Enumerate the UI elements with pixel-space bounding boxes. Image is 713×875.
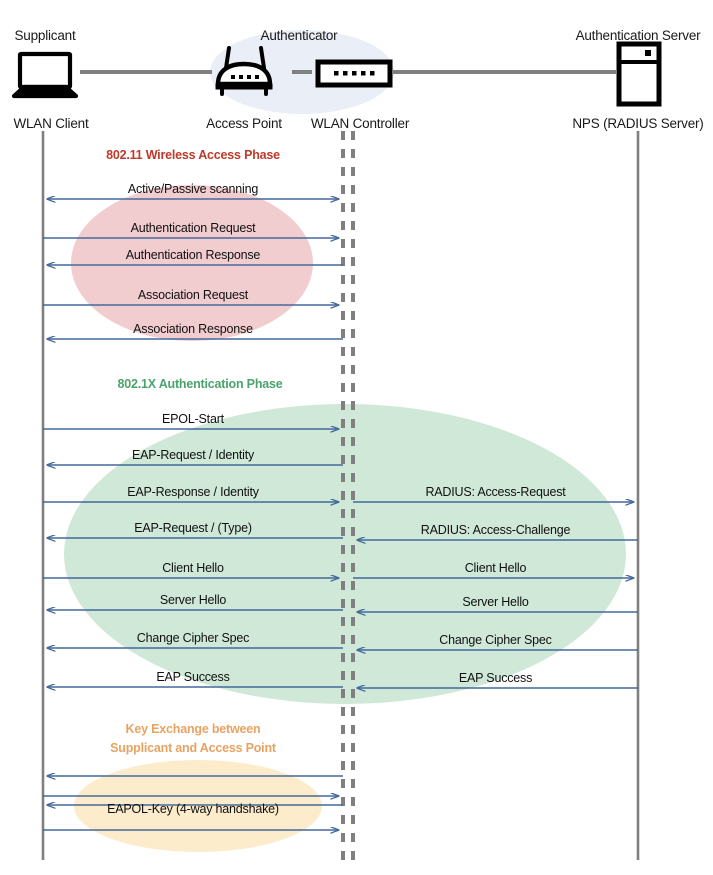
lifelines xyxy=(41,131,640,860)
msg-authentication-response-label: Authentication Response xyxy=(125,248,261,262)
message-arrows xyxy=(43,199,638,830)
phase-key-exchange-ellipse xyxy=(74,760,322,852)
msg-eap-request-identity-label: EAP-Request / Identity xyxy=(131,448,255,462)
phase-802-1x-authentication-title: 802.1X Authentication Phase xyxy=(117,377,283,391)
device-icons xyxy=(11,41,662,107)
wlan-controller-icon xyxy=(315,59,393,88)
msg-server-hello-right-label: Server Hello xyxy=(462,595,529,609)
access-point-icon xyxy=(215,46,273,96)
msg-client-hello-right-label: Client Hello xyxy=(464,561,527,575)
msg-eap-success-left-label: EAP Success xyxy=(156,670,230,684)
msg-active-passive-scanning-label: Active/Passive scanning xyxy=(127,182,259,196)
msg-eap-request-type-label: EAP-Request / (Type) xyxy=(134,521,252,535)
role-label-authenticator: Authenticator xyxy=(260,28,338,43)
phase-802-11-wireless-access-ellipse xyxy=(71,185,313,341)
msg-authentication-request-label: Authentication Request xyxy=(130,221,256,235)
msg-eap-success-right-label: EAP Success xyxy=(458,671,533,685)
device-label-access-point: Access Point xyxy=(206,116,282,131)
device-label-nps-radius-server: NPS (RADIUS Server) xyxy=(572,116,704,131)
msg-eap-response-identity-label: EAP-Response / Identity xyxy=(127,485,259,499)
phase-key-exchange-title-line2: Supplicant and Access Point xyxy=(110,741,276,755)
msg-association-request-label: Association Request xyxy=(137,288,249,302)
msg-client-hello-left-label: Client Hello xyxy=(162,561,224,575)
phase-key-exchange-title-line1: Key Exchange between xyxy=(125,722,261,736)
msg-change-cipher-spec-left-label: Change Cipher Spec xyxy=(136,631,250,645)
server-icon xyxy=(616,41,662,107)
msg-server-hello-left-label: Server Hello xyxy=(159,593,227,607)
msg-epol-start-label: EPOL-Start xyxy=(162,412,224,426)
msg-change-cipher-spec-right-label: Change Cipher Spec xyxy=(439,633,552,647)
msg-association-response-label: Association Response xyxy=(133,322,253,336)
msg-radius-access-challenge-label: RADIUS: Access-Challenge xyxy=(420,523,571,537)
role-label-supplicant: Supplicant xyxy=(14,28,76,43)
phase-802-11-wireless-access-title: 802.11 Wireless Access Phase xyxy=(106,148,280,162)
msg-radius-access-request-label: RADIUS: Access-Request xyxy=(425,485,566,499)
msg-eapol-key-handshake-label: EAPOL-Key (4-way handshake) xyxy=(107,802,279,816)
role-label-authentication-server: Authentication Server xyxy=(575,28,701,43)
device-label-wlan-controller: WLAN Controller xyxy=(310,116,410,131)
laptop-icon xyxy=(11,51,79,99)
device-label-wlan-client: WLAN Client xyxy=(13,116,89,131)
